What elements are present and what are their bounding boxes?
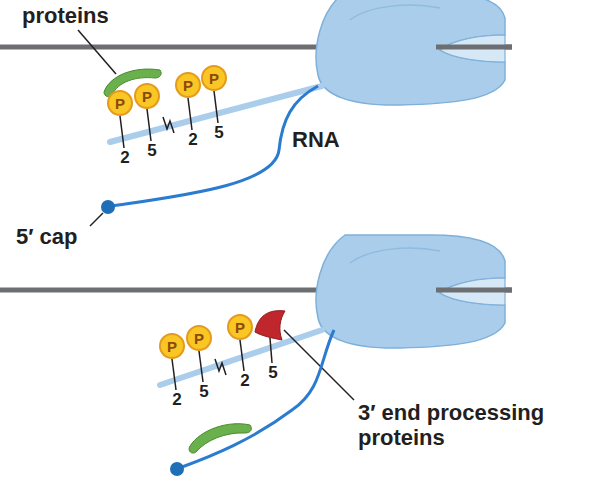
phosphate-circle: P <box>159 333 185 359</box>
tail-break <box>215 359 226 375</box>
cap-dot <box>101 200 115 214</box>
leader-line <box>78 30 116 74</box>
phosphate-circle: P <box>227 314 253 340</box>
processing-protein <box>255 311 285 340</box>
phosphate-circle: P <box>201 65 227 91</box>
residue-stems <box>172 338 272 390</box>
phosphate-text: P <box>194 331 204 346</box>
phosphate-text: P <box>167 339 177 354</box>
phosphate-circle: P <box>186 325 212 351</box>
phosphate-text: P <box>235 320 245 335</box>
phosphate-text: P <box>209 71 219 86</box>
callout-label: 5′ cap <box>16 224 78 249</box>
residue-number: 5 <box>147 141 156 161</box>
residue-number: 2 <box>120 148 129 168</box>
phosphate-circle: P <box>107 90 133 116</box>
cap-dot <box>170 462 184 476</box>
residue-number: 2 <box>240 371 249 391</box>
tail-break <box>163 117 174 133</box>
phosphate-text: P <box>183 78 193 93</box>
residue-number: 5 <box>268 363 277 383</box>
capping-protein <box>189 424 251 453</box>
residue-number: 2 <box>172 390 181 410</box>
phosphate-text: P <box>115 96 125 111</box>
phosphate-circle: P <box>134 83 160 109</box>
leader-line <box>90 213 103 226</box>
dna-strand <box>436 45 512 50</box>
residue-number: 5 <box>199 382 208 402</box>
residue-number: 5 <box>214 123 223 143</box>
rna-polymerase <box>316 0 505 105</box>
callout-label: 3′ end processing proteins <box>358 400 594 451</box>
rna-strand <box>182 330 334 467</box>
residue-number: 2 <box>188 130 197 150</box>
leader-line <box>284 330 354 400</box>
callout-label: RNA <box>292 127 340 152</box>
dna-strand <box>436 288 512 293</box>
phosphate-text: P <box>142 89 152 104</box>
phosphate-circle: P <box>175 72 201 98</box>
callout-label: proteins <box>22 3 109 28</box>
